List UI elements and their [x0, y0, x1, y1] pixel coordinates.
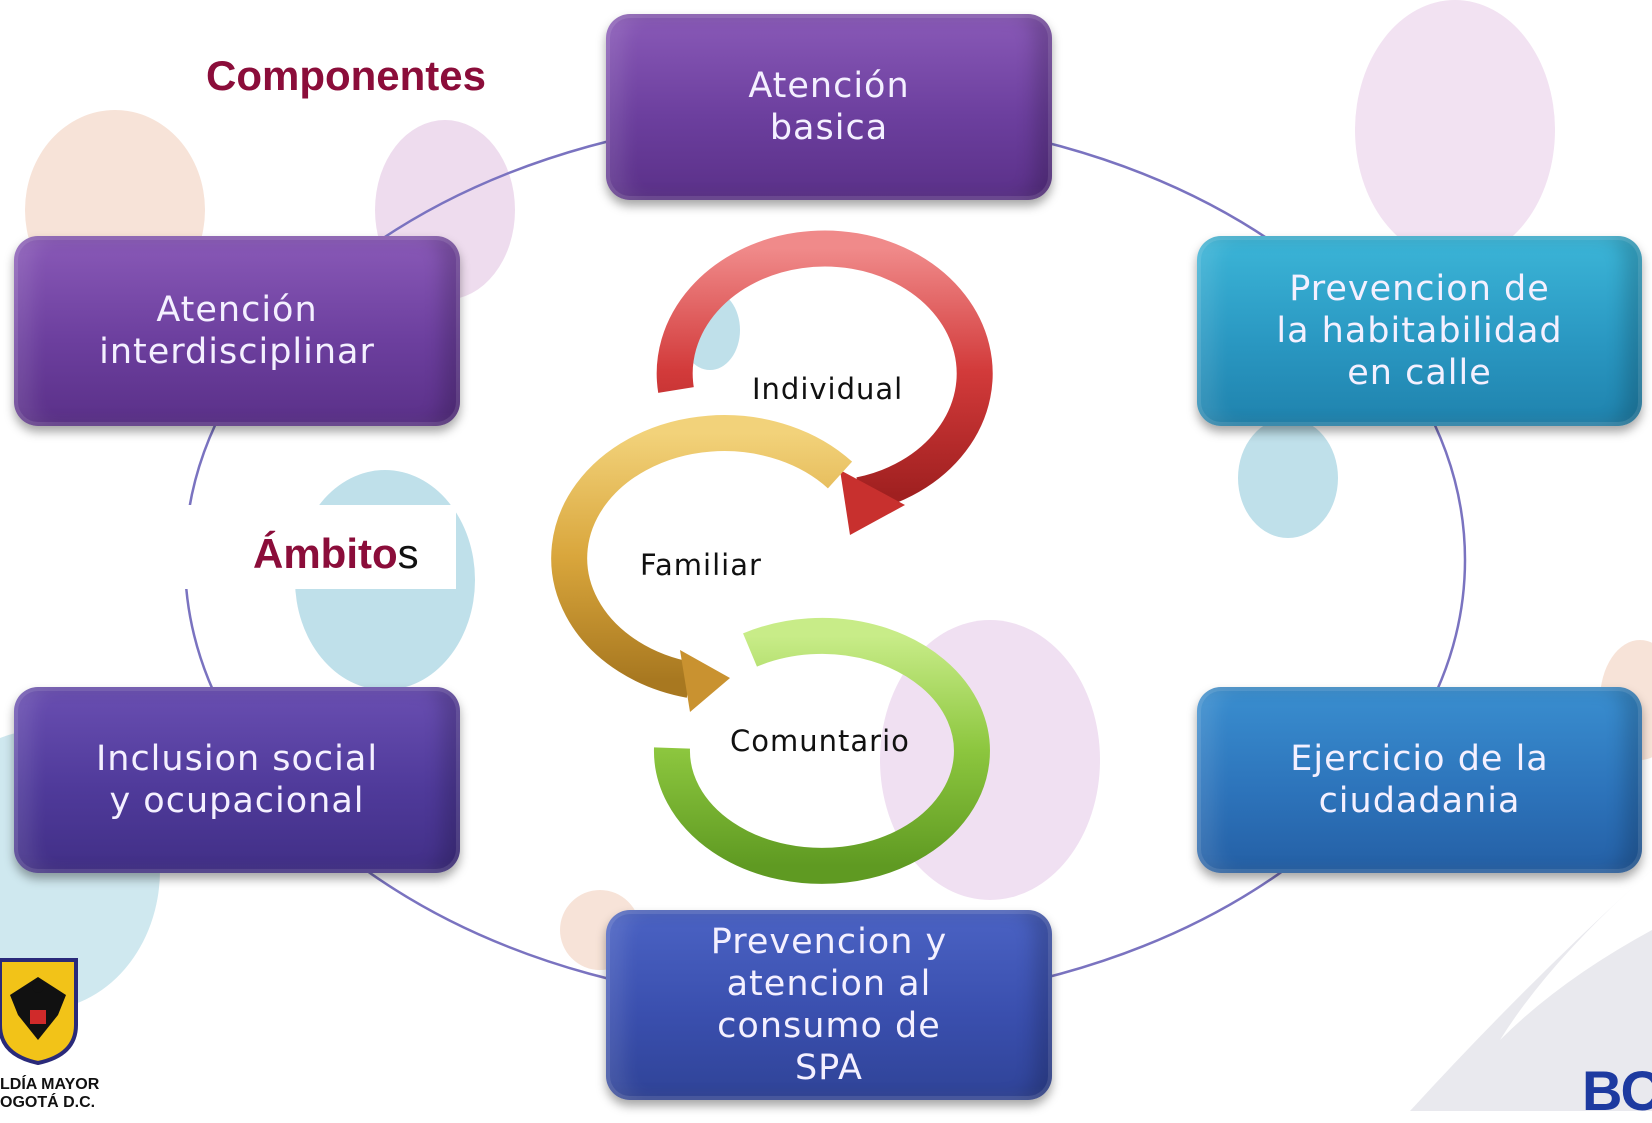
bogota-crest-logo — [0, 958, 78, 1065]
component-prevencion-consumo-spa: Prevencion y atencion al consumo de SPA — [606, 910, 1052, 1100]
logo-line1: LDÍA MAYOR — [0, 1076, 100, 1093]
heading-ambitos: Ámbitos — [253, 530, 419, 578]
brand-logo-text: BO — [1582, 1059, 1652, 1122]
ambito-individual: Individual — [752, 372, 904, 406]
arrow-individual — [656, 230, 993, 513]
arrow-familiar-head — [680, 650, 730, 712]
decor-circle — [1355, 0, 1555, 260]
component-prevencion-habitabilidad: Prevencion de la habitabilidad en calle — [1197, 236, 1642, 426]
arrow-individual-head — [840, 470, 905, 535]
component-label: Inclusion social y ocupacional — [95, 739, 379, 821]
ambito-comuntario: Comuntario — [730, 724, 910, 758]
component-label: Atención basica — [748, 66, 910, 148]
component-label: Prevencion y atencion al consumo de SPA — [710, 922, 948, 1088]
component-inclusion-social: Inclusion social y ocupacional — [14, 687, 460, 873]
component-label: Ejercicio de la ciudadania — [1290, 739, 1549, 821]
component-ejercicio-ciudadania: Ejercicio de la ciudadania — [1197, 687, 1642, 873]
logo-line2: OGOTÁ D.C. — [0, 1094, 96, 1111]
component-label: Prevencion de la habitabilidad en calle — [1276, 269, 1563, 393]
heading-componentes: Componentes — [206, 52, 487, 99]
page-curl-highlight — [1500, 870, 1652, 1040]
heading-ambitos-bold: Ámbito — [253, 530, 398, 577]
component-label: Atención interdisciplinar — [99, 290, 375, 372]
ambitos-label-panel — [144, 505, 456, 589]
heading-ambitos-rest: s — [397, 530, 419, 577]
decor-circle — [1238, 418, 1338, 538]
component-atencion-interdisciplinar: Atención interdisciplinar — [14, 236, 460, 426]
component-atencion-basica: Atención basica — [606, 14, 1052, 200]
ambito-familiar: Familiar — [640, 548, 762, 582]
arrow-familiar — [551, 415, 853, 698]
arrow-comuntario — [653, 617, 990, 884]
